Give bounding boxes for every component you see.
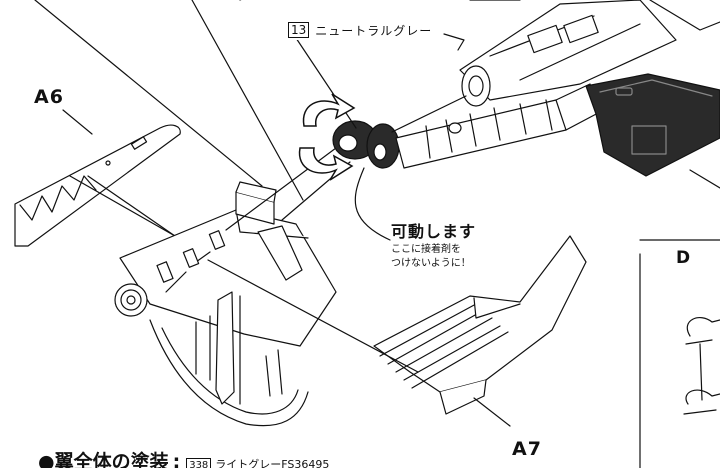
paint-colon: : xyxy=(172,451,181,468)
section-label-d: D xyxy=(676,248,691,268)
paint-color-number: 338 xyxy=(186,458,212,468)
part-label-a6: A6 xyxy=(34,86,64,108)
color-callout: 13 ニュートラルグレー xyxy=(288,20,437,40)
leader-line xyxy=(225,141,345,231)
paint-title: ●翼全体の塗装 xyxy=(38,451,169,468)
rotate-arrows-icon xyxy=(298,93,356,181)
leader-line xyxy=(354,167,391,241)
movable-warning-line1: ここに接着剤を xyxy=(391,244,461,255)
color-number: 13 xyxy=(288,22,310,38)
movable-title: 可動します xyxy=(391,222,477,241)
leader-line xyxy=(207,259,419,373)
leader-line xyxy=(191,0,304,201)
leader-line xyxy=(34,0,263,187)
section-d-frame xyxy=(639,239,720,468)
movable-note: 可動します ここに接着剤を つけないように！ xyxy=(391,218,476,271)
movable-warning-line2: つけないように！ xyxy=(391,258,471,269)
leader-line xyxy=(473,397,511,427)
leader-line xyxy=(689,169,720,189)
color-name: ニュートラルグレー xyxy=(315,23,433,38)
leader-line xyxy=(62,109,93,135)
clip-detail xyxy=(683,317,720,415)
housing-dark xyxy=(585,73,720,177)
leader-line xyxy=(69,175,183,241)
leader-line xyxy=(443,33,465,51)
paint-instruction: ●翼全体の塗装 : 338 ライトグレーFS36495 xyxy=(38,447,329,468)
paint-color-name: ライトグレーFS36495 xyxy=(215,458,330,468)
part-a7 xyxy=(373,235,587,415)
part-a6 xyxy=(14,124,181,247)
main-body xyxy=(114,181,337,427)
part-label-a7: A7 xyxy=(512,438,542,460)
leader-line xyxy=(391,95,467,133)
housing-upper xyxy=(459,0,720,107)
movable-warning: ここに接着剤を つけないように！ xyxy=(391,243,476,271)
